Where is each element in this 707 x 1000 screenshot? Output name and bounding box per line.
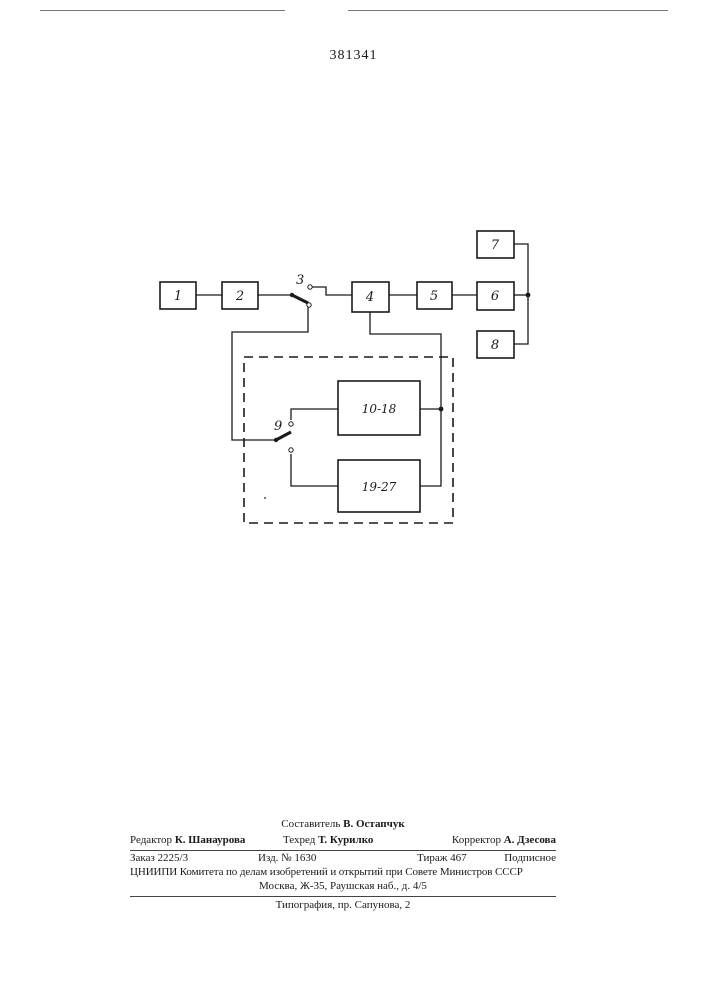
editor-label: Редактор <box>130 834 172 846</box>
block-10-18: 10-18 <box>338 381 420 435</box>
switch-3: 3 <box>290 273 312 307</box>
composer-label: Составитель <box>281 818 340 830</box>
composer-name: В. Остапчук <box>343 818 405 830</box>
address: Москва, Ж-35, Раушская наб., д. 4/5 <box>259 880 427 892</box>
organization-line: ЦНИИПИ Комитета по делам изобретений и о… <box>130 866 556 878</box>
printer-line: Типография, пр. Сапунова, 2 <box>130 899 556 911</box>
subscription: Подписное <box>504 852 556 864</box>
block-2-label: 2 <box>235 289 244 304</box>
block-6-label: 6 <box>491 289 499 304</box>
block-2: 2 <box>222 282 258 309</box>
switch-9-label: 9 <box>274 419 282 434</box>
block-1: 1 <box>160 282 196 309</box>
corrector-name: А. Дзесова <box>504 834 556 846</box>
speck <box>264 497 266 499</box>
block-5: 5 <box>417 282 452 309</box>
block-5-label: 5 <box>430 289 438 304</box>
block-1-label: 1 <box>174 289 182 304</box>
order-number: Заказ 2225/3 <box>130 852 188 864</box>
address-line: Москва, Ж-35, Раушская наб., д. 4/5 <box>130 880 556 892</box>
composer-line: Составитель В. Остапчук <box>130 818 556 830</box>
block-19-27: 19-27 <box>338 460 420 512</box>
junction-dot-group <box>439 407 444 412</box>
switch-9: 9 <box>274 419 293 452</box>
editor-name: К. Шанаурова <box>175 834 246 846</box>
techred-name: Т. Курилко <box>318 834 373 846</box>
block-8-label: 8 <box>491 338 499 353</box>
block-10-18-label: 10-18 <box>362 402 397 416</box>
wires <box>196 244 528 486</box>
footer-rule-top <box>130 850 556 851</box>
block-8: 8 <box>477 331 514 358</box>
printer: Типография, пр. Сапунова, 2 <box>276 899 411 911</box>
block-7-label: 7 <box>491 238 500 253</box>
block-7: 7 <box>477 231 514 258</box>
block-4-label: 4 <box>365 290 374 305</box>
corrector-label: Корректор <box>452 834 501 846</box>
block-4: 4 <box>352 282 389 312</box>
block-19-27-label: 19-27 <box>362 480 397 494</box>
footer-rule-bottom <box>130 896 556 897</box>
organization: ЦНИИПИ Комитета по делам изобретений и о… <box>130 866 523 878</box>
block-6: 6 <box>477 282 514 310</box>
junction-dot-output <box>526 293 531 298</box>
switch-3-label: 3 <box>296 273 304 288</box>
techred-label: Техред <box>283 834 315 846</box>
edition-number: Изд. № 1630 <box>258 852 316 864</box>
circulation: Тираж 467 <box>417 852 467 864</box>
